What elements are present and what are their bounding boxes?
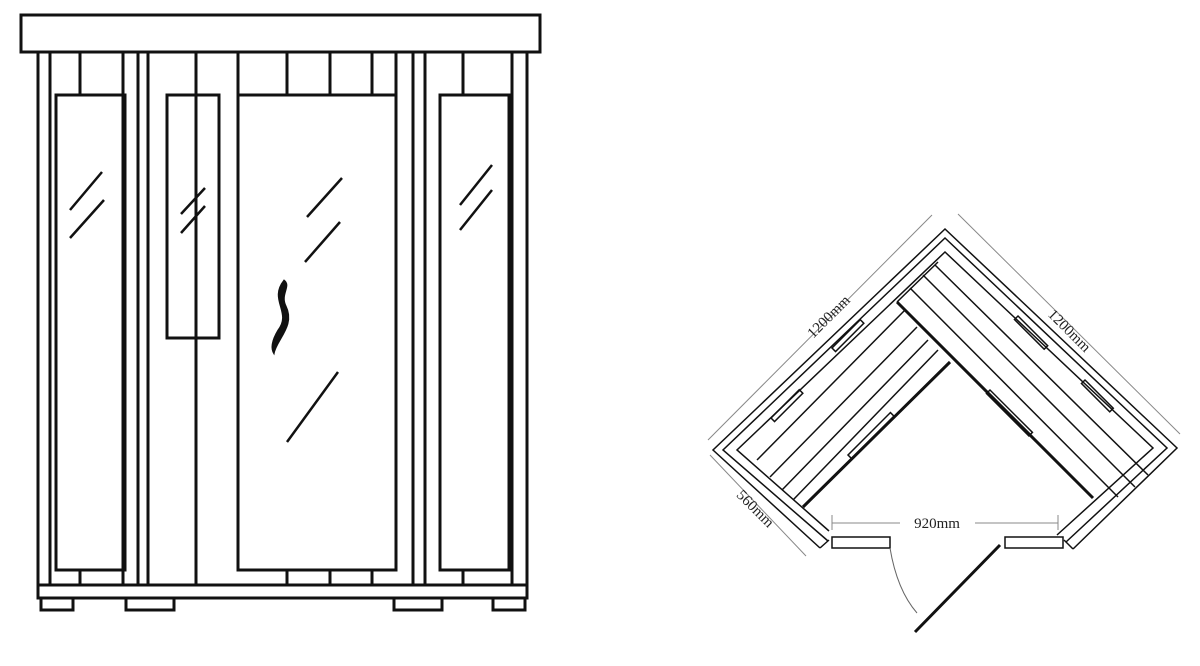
glass-reflection-marks [69, 164, 493, 443]
glass-door[interactable] [236, 93, 398, 572]
base-rail [36, 583, 529, 600]
end-panel-dimension: 560mm [733, 487, 777, 531]
right-wall-dimension: 1200mm [1044, 307, 1093, 356]
feet [39, 596, 527, 612]
benches [756, 261, 1149, 509]
frame-posts [36, 52, 529, 598]
walls [711, 227, 1179, 550]
left-glass-panel [54, 93, 127, 572]
door[interactable] [831, 536, 1064, 634]
dimension-lines [707, 213, 1181, 557]
door-opening-dimension: 920mm [914, 516, 960, 532]
roof-cap [19, 13, 542, 54]
right-glass-panel [438, 93, 511, 572]
door-handle-icon[interactable] [271, 279, 290, 356]
small-glass-panel [165, 93, 221, 340]
